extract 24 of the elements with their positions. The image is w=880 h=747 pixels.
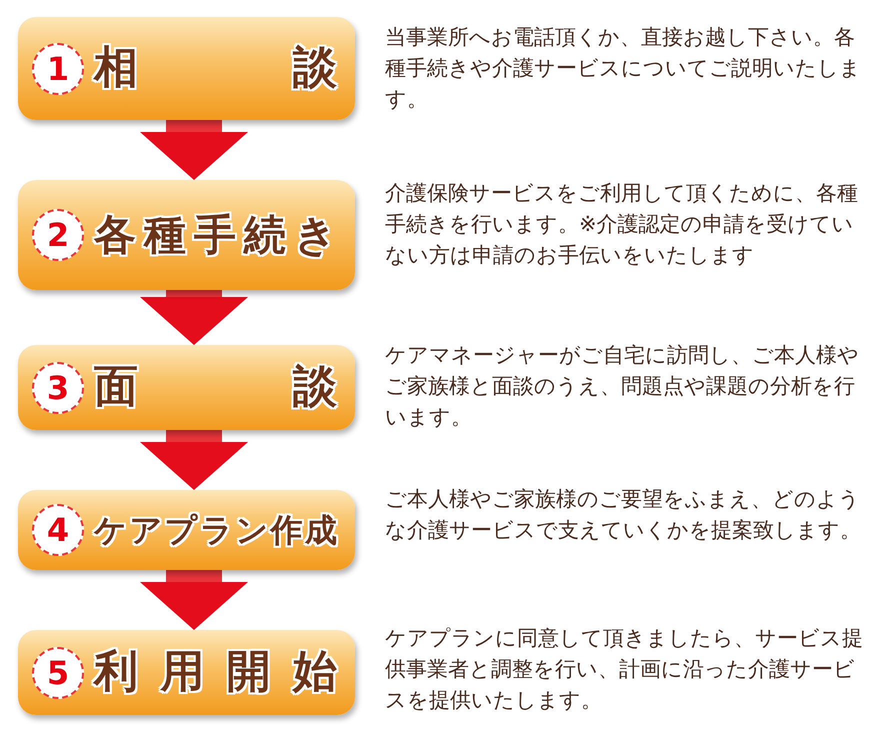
step-description: ケアプランに同意して頂きましたら、サービス提供事業者と調整を行い、計画に沿った介護サービスを提供いたします。 xyxy=(385,625,864,714)
step-box xyxy=(18,345,355,430)
step-title: ケアプラン作成 xyxy=(94,511,337,550)
step-box xyxy=(18,630,355,715)
down-arrow xyxy=(140,570,248,630)
step-number: 5 xyxy=(32,647,84,699)
step-number: 2 xyxy=(32,209,84,261)
step-number: 4 xyxy=(32,504,84,556)
down-arrow xyxy=(140,430,248,490)
step-description: ケアマネージャーがご自宅に訪問し、ご本人様やご家族様と面談のうえ、問題点や課題の分析を行います。 xyxy=(385,342,860,431)
step-box xyxy=(18,490,355,570)
step-description: 介護保険サービスをご利用して頂くために、各種手続きを行います。※介護認定の申請を受けていない方は申請のお手伝いをいたします xyxy=(385,180,859,269)
step-box xyxy=(18,180,355,290)
step-description: 当事業所へお電話頂くか、直接お越し下さい。各種手続きや介護サービスについてご説明いたします。 xyxy=(385,24,862,113)
step-title: 利用開始 xyxy=(94,646,337,699)
step-number: 3 xyxy=(32,362,84,414)
step-number: 1 xyxy=(32,43,84,95)
down-arrow xyxy=(140,120,248,180)
step-description: ご本人様やご家族様のご要望をふまえ、どのような介護サービスで支えていくかを提案致します。 xyxy=(385,486,862,544)
step-title: 面談 xyxy=(94,361,337,414)
step-box xyxy=(18,17,355,120)
step-title: 各種手続き xyxy=(94,210,337,260)
down-arrow xyxy=(140,290,248,345)
step-title: 相談 xyxy=(94,42,337,95)
